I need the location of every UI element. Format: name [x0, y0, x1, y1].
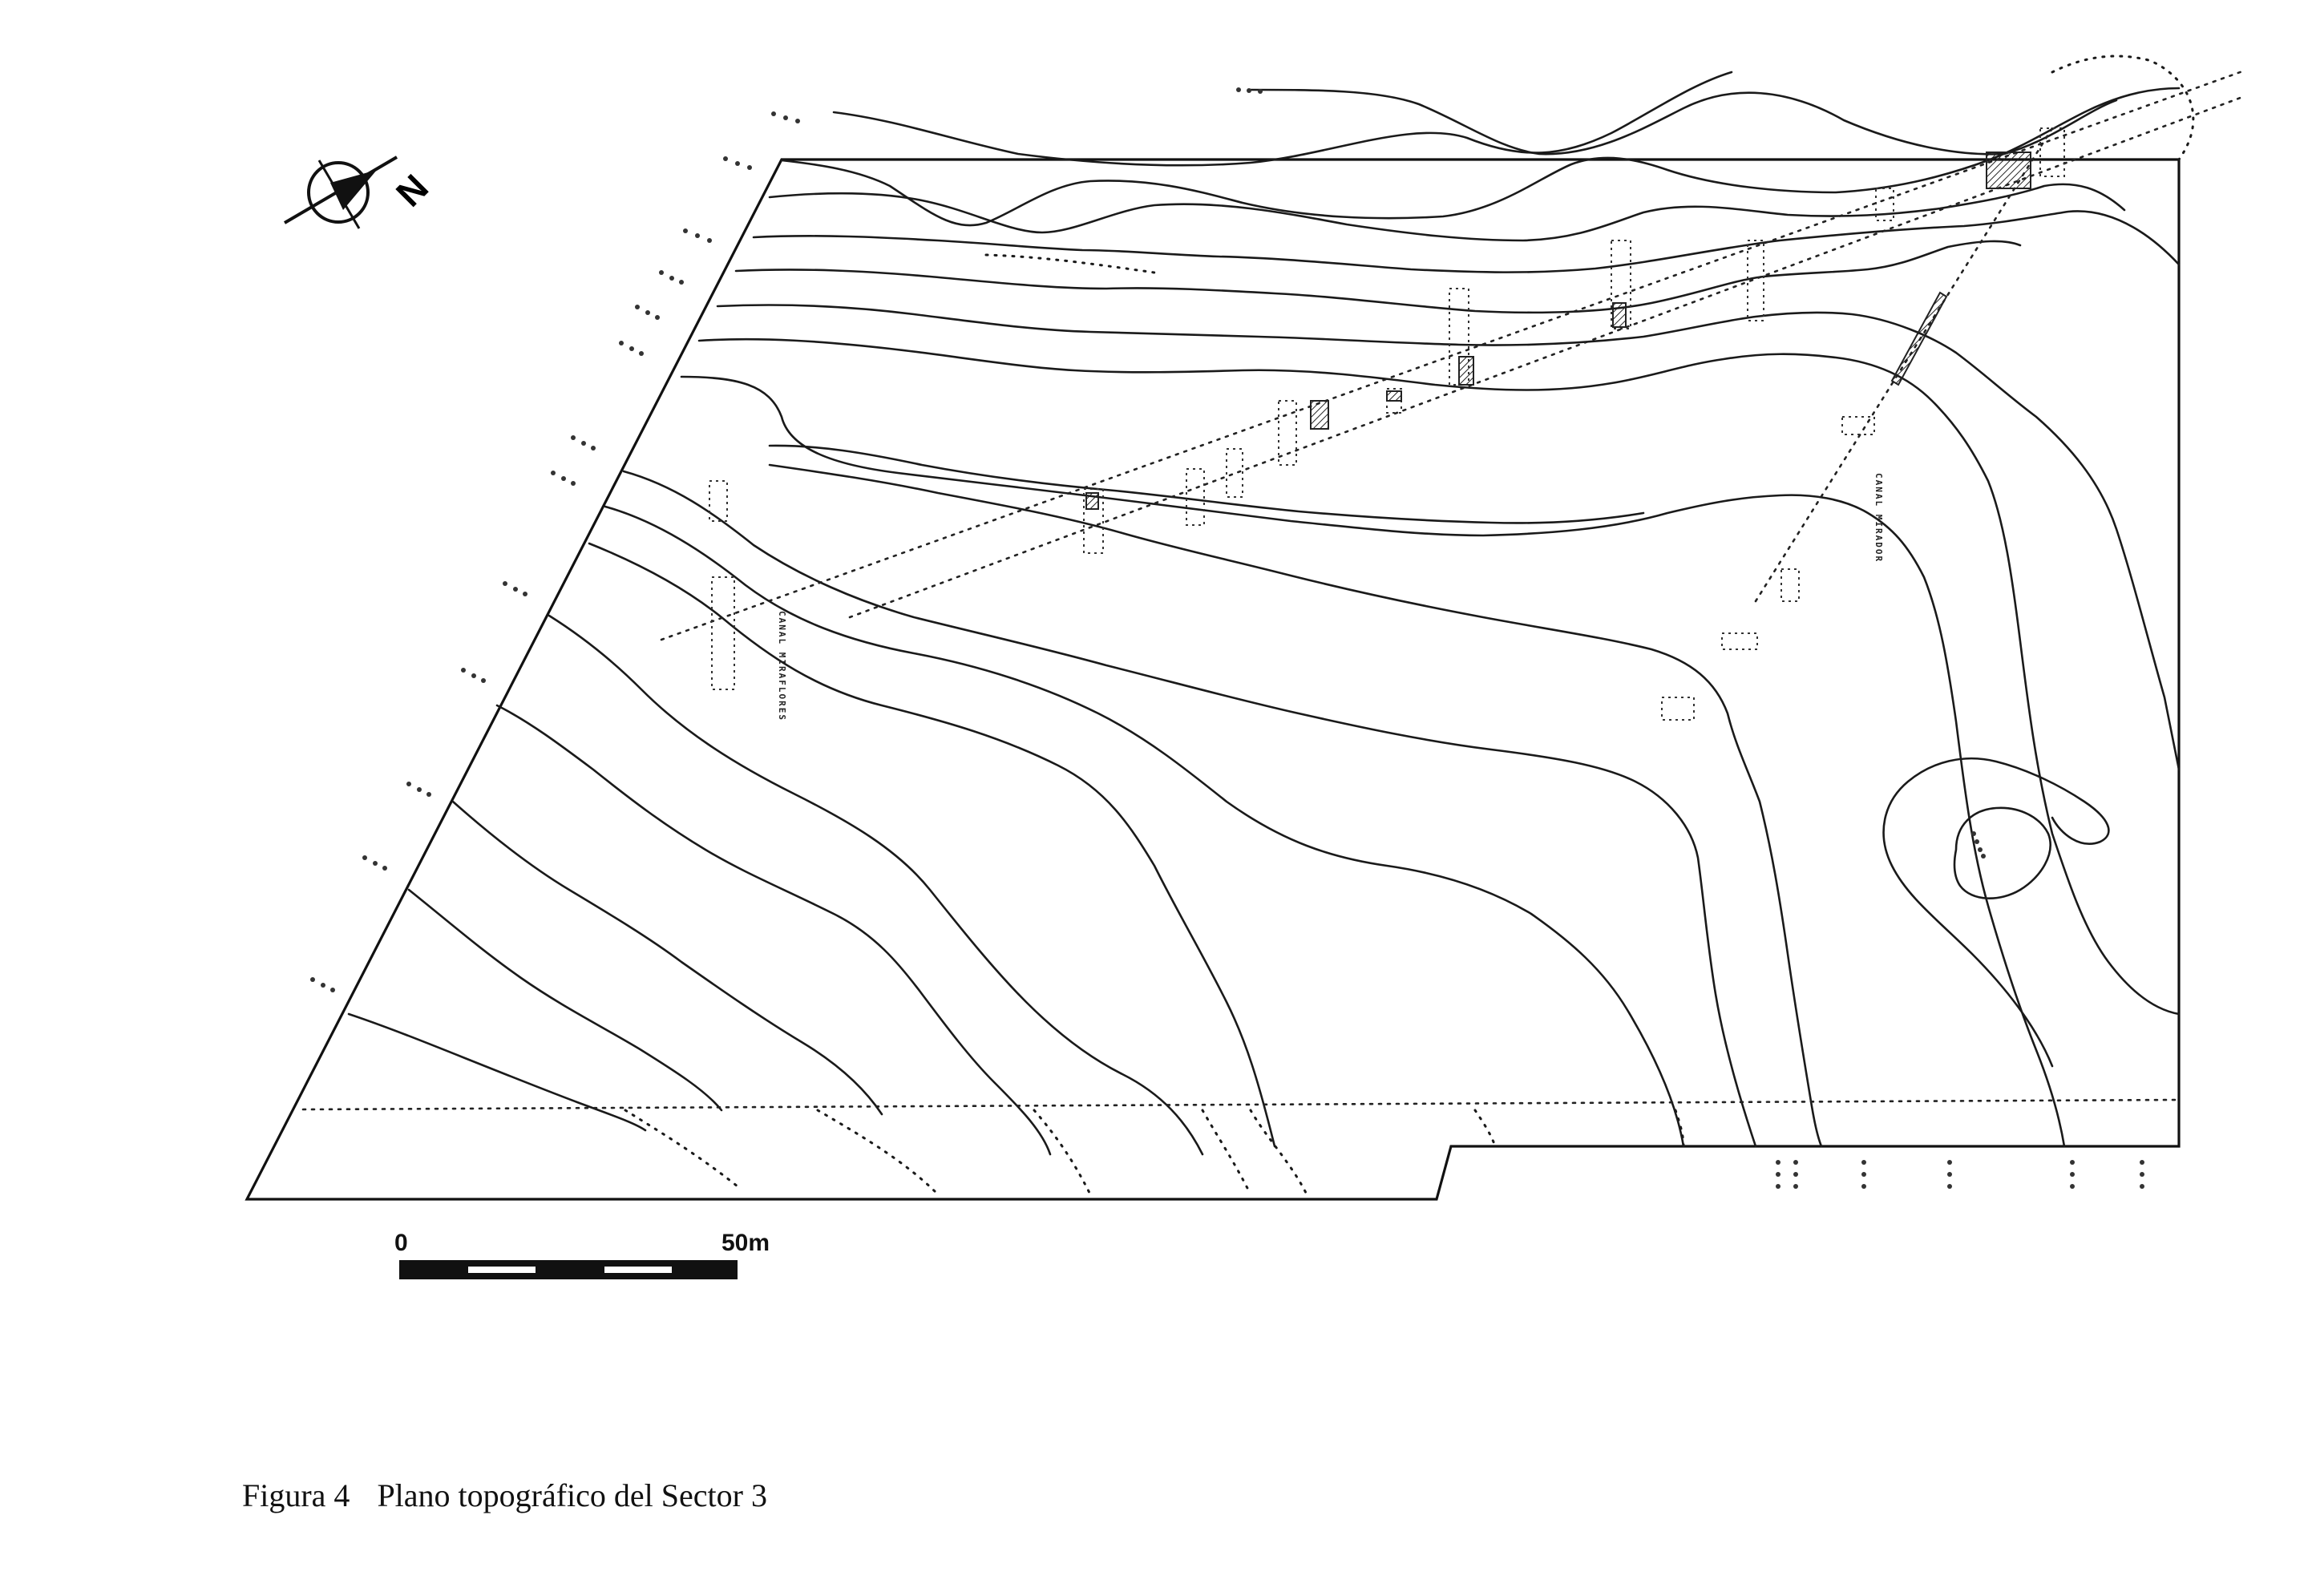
contour-line [734, 240, 2022, 314]
contour-line [604, 505, 1685, 1148]
elevation-marks-bottom [1776, 1160, 2144, 1189]
figure-title: Plano topográfico del Sector 3 [377, 1477, 767, 1513]
contour-line [697, 337, 2181, 1016]
north-arrow-icon: N [283, 156, 436, 229]
figure-number: Figura 4 [242, 1477, 350, 1513]
dotted-contour-extensions [624, 55, 2195, 1196]
contour-line [548, 614, 1204, 1156]
contour-line [1249, 88, 2118, 156]
reference-line [301, 1098, 2181, 1111]
contour-line [768, 444, 1645, 524]
canal-mirador-label: CANAL MIRADOR [1873, 473, 1884, 563]
contour-line [768, 463, 1823, 1148]
scale-end-label: 50m [721, 1230, 770, 1256]
survey-boundary [245, 158, 2181, 1201]
contour-line [832, 71, 1733, 167]
contour-lines [347, 71, 2181, 1156]
contour-line [1953, 806, 2051, 899]
elevation-marks [310, 87, 1263, 992]
contour-line [347, 1012, 647, 1132]
scale-bar: 0 50m [394, 1230, 770, 1279]
canal-miraflores-label: CANAL MIRAFLORES [777, 611, 787, 721]
transect-line [848, 95, 2246, 619]
canal-line [1890, 291, 1948, 386]
excavation-units [709, 127, 2065, 721]
contour-line [752, 210, 2181, 273]
transect-line [660, 69, 2246, 641]
contour-line [622, 470, 1757, 1148]
contour-line [680, 375, 2066, 1148]
scale-start-label: 0 [394, 1230, 408, 1256]
contour-line [780, 87, 2181, 227]
figure-caption: Figura 4 Plano topográfico del Sector 3 [242, 1477, 767, 1514]
spot-height-marker [1971, 831, 1986, 859]
contour-line [407, 888, 723, 1112]
north-label: N [388, 166, 436, 214]
contour-line [588, 542, 1276, 1148]
contour-line [1882, 757, 2110, 1068]
contour-line [768, 183, 2126, 242]
contour-line [716, 304, 2181, 771]
contour-line [451, 800, 883, 1116]
contour-line [495, 704, 1052, 1156]
